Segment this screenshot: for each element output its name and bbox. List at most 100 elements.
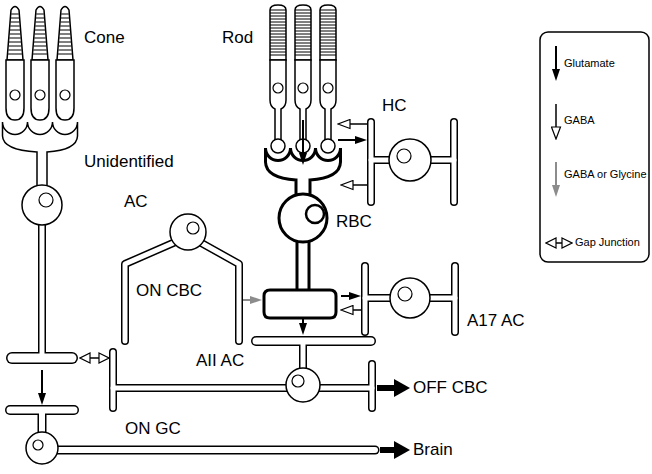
cell-body — [60, 90, 70, 100]
cell-body — [390, 278, 430, 318]
output-arrow — [380, 447, 395, 453]
cell-outline — [31, 60, 49, 120]
cell-outline — [320, 25, 336, 26]
cone-cell: Cone — [5, 5, 75, 120]
cell-outline — [35, 34, 46, 35]
cell-outline — [320, 19, 336, 20]
cell-outline — [320, 49, 336, 50]
cell-body — [286, 368, 320, 402]
cell-body — [39, 193, 53, 207]
cell-body — [397, 149, 411, 163]
glutamate-synapse — [41, 370, 43, 394]
on-ganglion-cell: ON GC — [5, 405, 380, 465]
cell-outline — [270, 13, 286, 14]
cell-outline — [295, 19, 311, 20]
legend-label: GABA or Glycine — [564, 168, 647, 181]
legend-label: GABA — [564, 114, 595, 127]
cell-outline — [295, 34, 311, 35]
cell-shape — [268, 5, 338, 120]
cell-outline — [270, 37, 286, 38]
cell-outline — [270, 34, 286, 35]
cell-outline — [61, 14, 68, 15]
neurite-fill — [370, 364, 375, 408]
cell-outline — [297, 236, 309, 292]
cell-outline — [11, 22, 20, 23]
cell-outline — [266, 148, 341, 196]
neurite-outline — [109, 352, 117, 408]
cell-outline — [32, 7, 48, 61]
cell-outline — [270, 60, 286, 141]
legend-sample — [555, 104, 557, 128]
cell-outline — [320, 34, 336, 35]
legend-box — [540, 32, 649, 262]
target-label: OFF CBC — [410, 378, 491, 398]
cell-outline — [36, 22, 45, 23]
cell-label: AII AC — [196, 351, 244, 371]
cell-outline — [295, 40, 311, 41]
gap-junction — [89, 357, 100, 359]
cell-outline — [295, 16, 311, 17]
gaba-synapse — [349, 123, 367, 125]
cell-outline — [264, 290, 336, 318]
cell-shape — [121, 214, 243, 345]
cell-shape — [262, 165, 341, 318]
cell-outline — [295, 10, 311, 11]
cell-outline — [10, 26, 19, 27]
synapse-note: Unidentified — [84, 152, 174, 172]
cell-outline — [295, 52, 311, 53]
cell-outline — [59, 38, 70, 39]
cell-outline — [270, 31, 286, 32]
legend-sample — [555, 242, 563, 244]
cell-outline — [60, 34, 71, 35]
cell-outline — [59, 46, 72, 47]
cell-outline — [270, 28, 286, 29]
cell-outline — [61, 22, 70, 23]
neurite-outline — [38, 222, 46, 356]
cell-outline — [295, 49, 311, 50]
cell-outline — [295, 43, 311, 44]
gaba-synapse — [352, 184, 367, 186]
cell-outline — [7, 7, 23, 61]
cell-outline — [270, 25, 286, 26]
neurite-outline — [42, 446, 375, 455]
cell-shape — [5, 405, 380, 465]
glutamate-synapse — [302, 120, 304, 154]
cell-outline — [320, 46, 336, 47]
cell-outline — [270, 43, 286, 44]
cell-outline — [270, 22, 286, 23]
cell-outline — [270, 46, 286, 47]
cell-outline — [11, 18, 19, 19]
neurite-outline — [12, 352, 72, 364]
on-cone-bipolar-cell: ON CBC — [4, 120, 80, 370]
cell-outline — [35, 26, 44, 27]
cell-label: RBC — [336, 212, 372, 232]
cell-label: HC — [382, 96, 407, 116]
cell-outline — [320, 22, 336, 23]
cell-body — [33, 440, 43, 450]
glutamate-synapse — [338, 139, 356, 141]
neurite-fill — [196, 240, 239, 341]
cell-outline — [270, 40, 286, 41]
neurite-fill — [113, 386, 372, 391]
cell-body — [35, 90, 45, 100]
cell-outline — [10, 30, 20, 31]
cell-outline — [60, 30, 70, 31]
cell-outline — [8, 54, 22, 55]
cell-label: AC — [124, 192, 148, 212]
cell-outline — [270, 5, 286, 60]
cell-label: OFF CBC — [410, 378, 491, 398]
cell-body — [306, 205, 324, 223]
cell-outline — [270, 55, 286, 56]
cell-body — [279, 194, 327, 242]
neurite-fill — [452, 122, 457, 202]
cell-body — [398, 287, 412, 301]
cell-outline — [295, 46, 311, 47]
cell-outline — [59, 42, 71, 43]
cell-label: ON CBC — [136, 281, 202, 301]
cell-outline — [57, 7, 73, 61]
cell-outline — [35, 30, 45, 31]
neurite-fill — [40, 222, 45, 356]
glutamate-synapse — [302, 318, 304, 324]
glutamate-synapse — [341, 295, 350, 297]
